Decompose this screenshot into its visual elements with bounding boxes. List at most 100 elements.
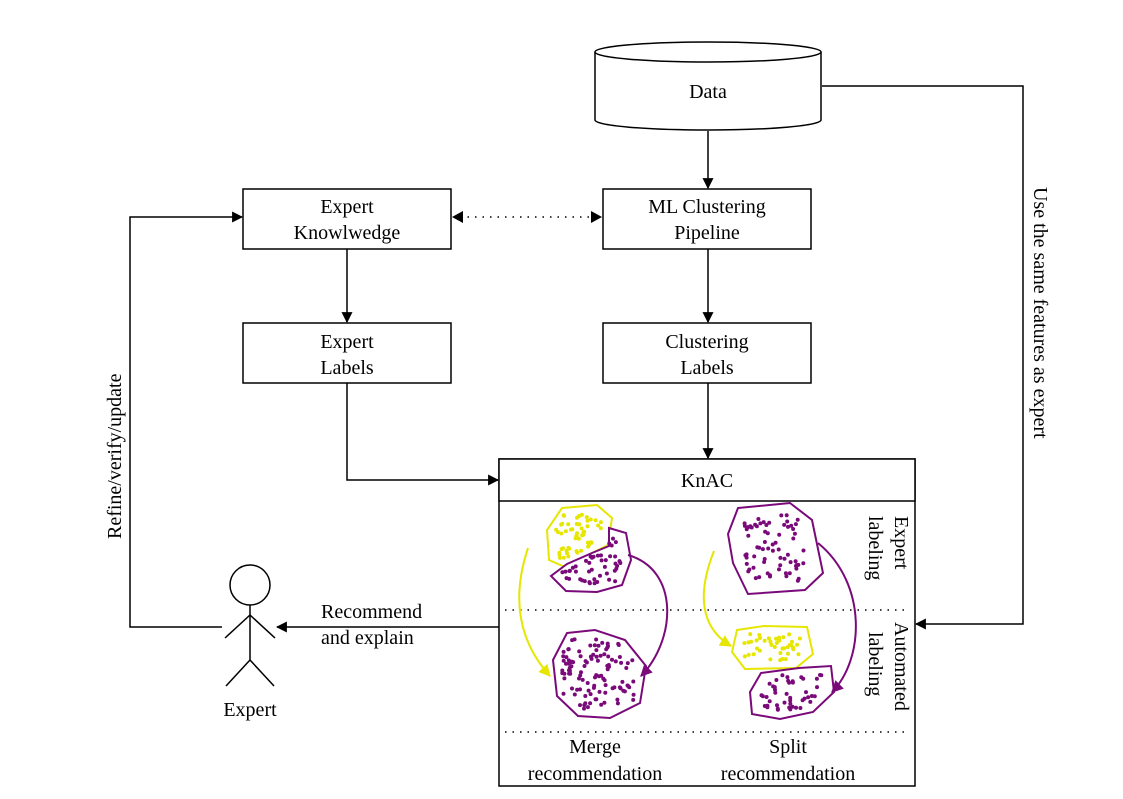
data-point	[748, 632, 753, 637]
data-point	[799, 675, 804, 680]
data-point	[570, 686, 574, 691]
data-point	[612, 568, 617, 573]
data-point	[594, 654, 599, 659]
data-point	[592, 577, 597, 582]
data-point	[806, 695, 811, 700]
recommend-label-line2: and explain	[321, 627, 414, 649]
data-point	[790, 639, 794, 644]
expert-actor-label: Expert	[223, 699, 277, 721]
data-point	[594, 648, 599, 653]
data-point	[561, 649, 566, 654]
data-point	[619, 660, 624, 665]
data-point	[768, 657, 773, 662]
data-point	[616, 643, 621, 647]
data-point	[594, 697, 599, 702]
split-caption-line2: recommendation	[721, 763, 855, 785]
data-point	[582, 706, 586, 711]
data-point	[757, 575, 762, 580]
data-point	[577, 676, 581, 681]
data-point	[577, 514, 582, 518]
data-point	[787, 680, 792, 685]
data-point	[560, 570, 565, 575]
data-point	[613, 659, 618, 664]
data-point	[586, 688, 591, 693]
data-point	[602, 652, 607, 657]
knac-panel: KnAC Expert labeling Automated labeling …	[498, 458, 916, 787]
expert-knowledge-node: Expert Knowlwedge	[242, 188, 452, 250]
data-point	[578, 654, 583, 659]
data-point	[809, 694, 814, 698]
data-point	[588, 701, 593, 706]
data-point	[764, 523, 769, 527]
data-point	[784, 574, 789, 579]
data-point	[787, 705, 792, 710]
data-point	[755, 646, 759, 651]
data-point	[604, 571, 609, 576]
data-point	[753, 576, 758, 581]
data-point	[742, 641, 747, 646]
data-point	[798, 706, 803, 710]
data-point	[755, 545, 760, 550]
ml-pipeline-node: ML Clustering Pipeline	[602, 188, 812, 250]
data-point	[784, 691, 789, 696]
data-point	[774, 678, 779, 682]
data-point	[772, 645, 777, 649]
data-point	[580, 677, 585, 682]
data-point	[596, 523, 601, 528]
data-point	[567, 671, 572, 676]
data-point	[599, 553, 603, 558]
data-point	[617, 655, 622, 659]
data-point	[608, 554, 613, 559]
data-point	[765, 531, 770, 536]
data-point	[762, 540, 767, 544]
data-point	[590, 555, 594, 560]
data-point	[812, 694, 817, 699]
data-point	[792, 531, 797, 536]
refine-label: Refine/verify/update	[104, 373, 126, 539]
data-point	[785, 552, 790, 557]
data-point	[770, 542, 775, 547]
ml-pipeline-label-line2: Pipeline	[674, 222, 740, 244]
data-point	[631, 679, 636, 684]
data-point	[758, 636, 762, 640]
data-point	[561, 654, 566, 659]
data-point	[779, 513, 784, 518]
data-point	[796, 652, 801, 657]
data-point	[602, 678, 607, 683]
data-point	[756, 517, 761, 521]
data-point	[784, 513, 789, 518]
data-point	[602, 564, 607, 569]
data-point	[572, 692, 577, 697]
data-point	[819, 673, 824, 678]
data-point	[588, 692, 593, 697]
expert-knowledge-label-line1: Expert	[320, 196, 374, 218]
data-point	[613, 540, 618, 545]
recommend-label-line1: Recommend	[321, 601, 422, 623]
data-point	[587, 581, 592, 586]
data-point	[787, 571, 792, 576]
data-point	[563, 529, 568, 534]
data-point	[793, 559, 798, 564]
data-point	[597, 689, 602, 694]
data-point	[777, 567, 781, 572]
data-point	[564, 655, 569, 660]
data-point	[617, 685, 622, 690]
data-point	[768, 574, 772, 579]
clustering-labels-node: Clustering Labels	[602, 322, 812, 384]
data-point	[746, 525, 751, 530]
data-point	[612, 685, 617, 690]
expert-actor-icon	[224, 564, 276, 687]
data-point	[769, 642, 774, 647]
data-point	[767, 699, 772, 704]
data-point	[588, 643, 593, 648]
data-point	[791, 536, 796, 541]
data-point	[585, 518, 590, 523]
data-point	[747, 567, 752, 572]
data-point	[778, 651, 783, 655]
data-point	[566, 554, 571, 559]
data-point	[768, 639, 773, 644]
data-point	[579, 548, 584, 553]
data-point	[783, 571, 788, 576]
data-point	[788, 701, 793, 706]
